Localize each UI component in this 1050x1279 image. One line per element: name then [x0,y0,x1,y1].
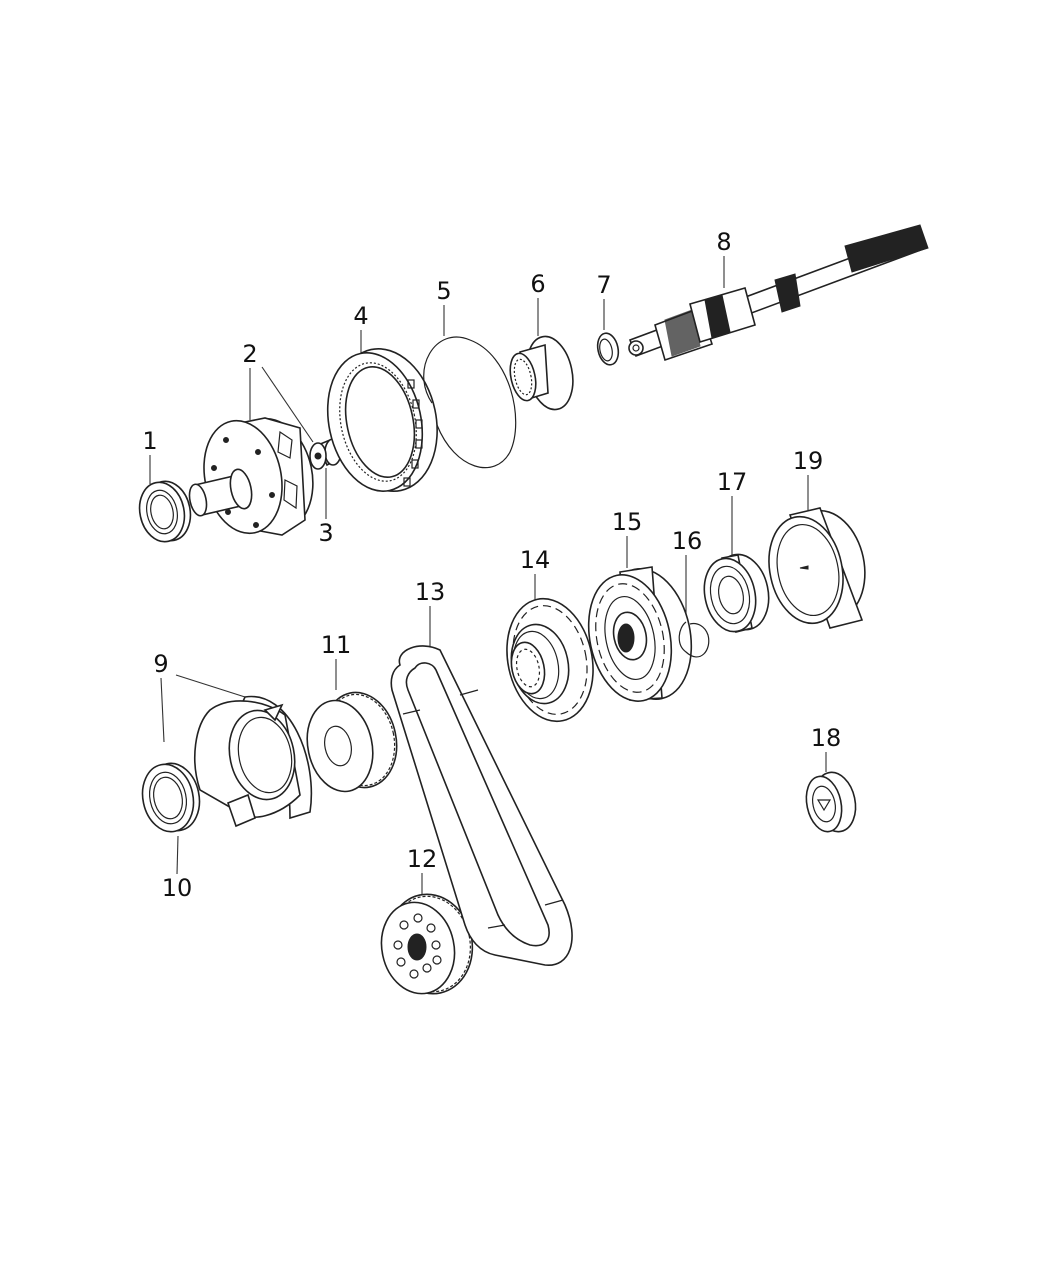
callout-2: 2 [242,340,258,368]
callout-8: 8 [716,228,732,256]
part-8-input-shaft[interactable] [628,224,929,362]
part-18-small-bearing[interactable] [802,768,861,835]
callout-19: 19 [792,447,824,475]
part-6-needle-bearing[interactable] [506,332,579,414]
callout-6: 6 [530,270,546,298]
part-12-driven-sprocket[interactable] [373,886,481,1001]
leader-lines [149,256,827,897]
part-17-ball-bearing[interactable] [698,549,775,636]
part-16-retaining-ring[interactable] [678,621,710,658]
part-14-bearing-retainer[interactable] [496,591,604,730]
callout-13: 13 [414,578,446,606]
callout-14: 14 [519,546,551,574]
part-19-bearing-cup[interactable] [760,503,875,630]
part-9-pump-housing[interactable] [194,695,313,828]
callout-18: 18 [810,724,842,752]
part-7-thrust-washer[interactable] [595,331,621,366]
callout-10: 10 [161,874,193,902]
callout-7: 7 [596,271,612,299]
part-10-seal[interactable] [136,759,205,837]
callout-15: 15 [611,508,643,536]
callout-16: 16 [671,527,703,555]
callout-1: 1 [142,427,158,455]
part-11-drive-sprocket[interactable] [299,686,405,798]
part-2-planetary-carrier[interactable] [187,411,323,541]
part-4-ring-gear[interactable] [315,339,449,501]
callout-9: 9 [153,650,169,678]
callout-11: 11 [320,631,352,659]
callout-3: 3 [318,519,334,547]
callout-12: 12 [406,845,438,873]
callout-5: 5 [436,277,452,305]
part-13-drive-chain[interactable] [390,645,573,966]
part-1-bearing-seal[interactable] [134,477,196,546]
part-5-snap-ring[interactable] [423,336,517,469]
part-15-clutch-hub[interactable] [578,561,703,709]
callout-4: 4 [353,302,369,330]
callout-17: 17 [716,468,748,496]
